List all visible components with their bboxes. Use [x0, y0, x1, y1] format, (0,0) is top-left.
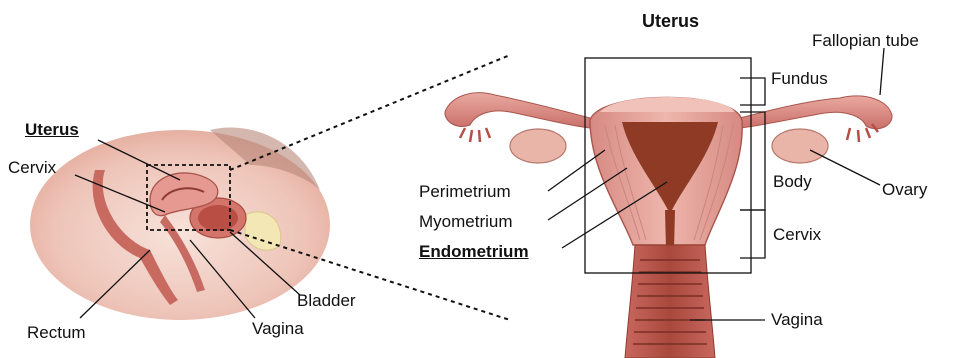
- leader-fallopian-tube: [880, 48, 884, 95]
- label-cervix-left: Cervix: [8, 159, 56, 176]
- label-uterus-left: Uterus: [25, 121, 79, 138]
- label-myometrium: Myometrium: [419, 213, 513, 230]
- uterus-frontal-illustration: [445, 58, 892, 358]
- vagina-shape-right: [625, 245, 715, 358]
- pelvis-illustration: [30, 128, 330, 321]
- fimbriae-right: [847, 124, 878, 142]
- label-bladder: Bladder: [297, 292, 356, 309]
- label-fundus: Fundus: [771, 70, 828, 87]
- cervical-canal: [665, 210, 675, 250]
- ovary-left: [510, 129, 566, 163]
- diagram-title: Uterus: [642, 12, 699, 30]
- bracket-cervix: [740, 210, 765, 258]
- leader-ovary: [810, 150, 880, 185]
- bracket-fundus: [740, 78, 765, 105]
- fimbriae-left: [460, 128, 490, 142]
- label-rectum: Rectum: [27, 324, 86, 341]
- label-vagina-left: Vagina: [252, 320, 304, 337]
- label-perimetrium: Perimetrium: [419, 183, 511, 200]
- label-vagina-right: Vagina: [771, 311, 823, 328]
- label-fallopian-tube: Fallopian tube: [812, 32, 919, 49]
- label-endometrium: Endometrium: [419, 243, 529, 260]
- label-ovary: Ovary: [882, 181, 927, 198]
- ovary-right: [772, 129, 828, 163]
- bladder-lumen: [198, 205, 238, 231]
- fundus-dome: [600, 97, 735, 112]
- label-body: Body: [773, 173, 812, 190]
- fallopian-tube-left: [445, 93, 590, 128]
- label-cervix-right: Cervix: [773, 226, 821, 243]
